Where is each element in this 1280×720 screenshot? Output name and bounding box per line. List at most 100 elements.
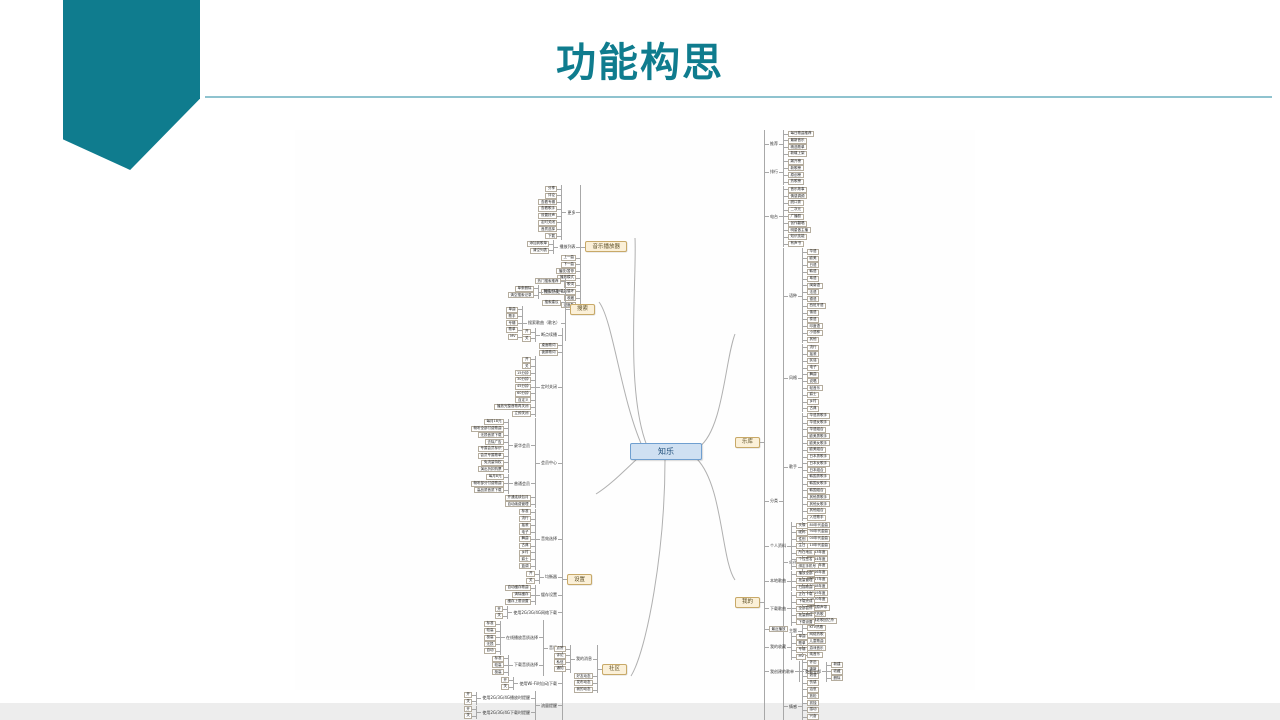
mindmap-child-row: 30分钟 <box>514 377 535 384</box>
mindmap-child-row: 广播剧 <box>784 213 804 220</box>
mindmap-leaf: 较高 <box>483 627 496 634</box>
mindmap-child-row: 流量提醒使用2G/3G/4G播放时提醒开关使用2G/3G/4G下载时提醒开关 <box>463 691 562 720</box>
mindmap-group-label: 我的消息 <box>575 655 592 661</box>
mindmap-leaf: 标准 <box>491 655 504 662</box>
mindmap-child-row: 发布动态 <box>573 680 597 687</box>
mindmap-leaf: 定时关闭 <box>538 219 558 226</box>
mindmap-child-row: 二次元 <box>784 206 804 213</box>
mindmap-child-row: 原创榜 <box>784 172 804 179</box>
mindmap-child-row: 添加到歌单 <box>526 240 554 247</box>
mindmap-child-row: 去除广告 <box>484 439 508 446</box>
connector-stub <box>554 246 559 248</box>
mindmap-leaf: 情感调频 <box>788 193 808 200</box>
mindmap-child-row: 下载音质选择标准较高极高 <box>491 655 543 676</box>
mindmap-children: 分享评论查看专辑查看歌手设置铃声定时关闭音质选择下载 <box>538 185 563 240</box>
mindmap-child-row: 播放/暂停 <box>556 268 580 275</box>
mindmap-children: 豪华会员每月18元畅听全部付费歌曲无损音质下载去除广告专属会员标识会员专属歌单免… <box>470 418 536 508</box>
mindmap-child-row: 桌面歌词 <box>538 342 562 349</box>
mindmap-branch-node: 设置 <box>566 574 592 586</box>
mindmap-leaf: 添加到歌单 <box>526 240 550 247</box>
mindmap-children: 点赞评论私信通知 <box>553 645 571 673</box>
mindmap-subtree: 音质在线播放音质选择标准较高极高无损自动下载音质选择标准较高极高 <box>483 620 558 677</box>
mindmap-children: 添加到歌单清空列表 <box>526 240 555 254</box>
mindmap-leaf: 下载设置 <box>796 619 816 626</box>
mindmap-leaf: 头像 <box>796 522 809 529</box>
mindmap-leaf: 孤独 <box>807 700 820 707</box>
mindmap-child-row: 45分钟 <box>514 383 535 390</box>
mindmap-child-row: 单曲 <box>792 633 809 640</box>
mindmap-leaf: 发布动态 <box>573 680 593 687</box>
mindmap-child-row: 日本组合 <box>803 467 827 474</box>
mindmap-group-label: 音效选择 <box>540 536 557 542</box>
mindmap-group-label: 语种 <box>789 292 798 298</box>
mindmap-subtree: 搜索历史单条删除清空搜索记录 <box>507 285 561 299</box>
mindmap-child-row: 歌手 <box>505 313 522 320</box>
mindmap-leaf: 下载 <box>545 233 558 240</box>
mindmap-leaf: 每月8元 <box>486 473 504 480</box>
mindmap-leaf: 小语种 <box>807 330 823 337</box>
mindmap-child-row: 标准 <box>491 655 508 662</box>
mindmap-child-row: 粤语 <box>803 275 820 282</box>
mindmap-child-row: 舞曲 <box>803 371 820 378</box>
mindmap-leaf: 播放/暂停 <box>556 268 577 275</box>
mindmap-group-label: 下载歌曲 <box>770 605 787 611</box>
mindmap-child-row: 我创建的歌单查看全部新建收藏删除 <box>765 661 844 683</box>
mindmap-children: 每月18元畅听全部付费歌曲无损音质下载去除广告专属会员标识会员专属歌单免流量特权… <box>470 418 509 473</box>
mindmap-subtree: 音效选择标准流行摇滚电子舞曲古典乡村爵士蓝调 <box>518 508 558 570</box>
connector-stub <box>535 538 540 540</box>
mindmap-leaf: 单曲 <box>796 633 809 640</box>
mindmap-child-row: 欧美 <box>803 255 820 262</box>
mindmap-child-row: 印度语 <box>803 323 823 330</box>
mindmap-child-row: 孤独 <box>803 700 820 707</box>
connector-stub <box>508 665 513 666</box>
mindmap-child-row: 批量删除 <box>792 612 816 619</box>
mindmap-child-row: 无损音质下载 <box>477 432 508 439</box>
mindmap-leaf: 感动 <box>807 707 820 714</box>
mindmap-children: 在线播放音质选择标准较高极高无损自动下载音质选择标准较高极高 <box>483 620 544 677</box>
mindmap-leaf: 韩国男歌手 <box>807 474 830 481</box>
mindmap-leaf: 日本男歌手 <box>807 453 830 460</box>
mindmap-child-row: 播放完整首歌再关闭 <box>494 404 535 411</box>
mindmap-child-row: 单条删除 <box>514 285 538 292</box>
mindmap-leaf: 热门搜索推荐 <box>534 278 561 285</box>
mindmap-child-row: 法语 <box>803 289 820 296</box>
mindmap-children: 开关 <box>463 705 478 720</box>
mindmap-child-row: 华语组合 <box>803 426 827 433</box>
mindmap-leaf: 新建 <box>831 661 844 668</box>
mindmap-leaf: 演出折扣购票 <box>477 466 504 473</box>
mindmap-children: 开关 <box>522 328 536 342</box>
mindmap-leaf: 最新音乐 <box>788 137 808 144</box>
mindmap-leaf: 乡村 <box>807 398 820 405</box>
mindmap-child-row: 情感调频 <box>784 193 808 200</box>
mindmap-child-row: MV <box>792 653 807 660</box>
mindmap-children: 音乐故事情感调频脱口秀二次元广播剧创作翻唱明星做主播知识技能有声书 <box>783 186 811 248</box>
mindmap-child-row: 最新音乐 <box>784 137 808 144</box>
mindmap-child-row: 畅听全部付费歌曲 <box>470 425 508 432</box>
mindmap-child-row: 无损 <box>483 641 500 648</box>
mindmap-child-row: 精选歌单 <box>784 144 808 151</box>
footer-band <box>0 703 1280 720</box>
connector-stub <box>787 646 792 648</box>
mindmap-leaf: 全部暂停 <box>796 605 816 612</box>
mindmap-subtree: 社区我的消息点赞评论私信通知好友动态发布动态我的动态 <box>553 645 627 694</box>
mindmap-child-row: 电子 <box>518 529 535 536</box>
mindmap-child-row: 好友动态 <box>573 673 597 680</box>
mindmap-child-row: 单曲 <box>505 306 522 313</box>
mindmap-branch-node: 搜索 <box>569 303 595 315</box>
connector-stub <box>760 442 765 443</box>
mindmap-group-label: 主题 <box>789 628 798 634</box>
mindmap-leaf: 印度语 <box>807 323 823 330</box>
connector-stub <box>522 323 527 324</box>
mindmap-children: 自动缓存歌曲清除缓存缓存上限设置 <box>504 584 536 606</box>
mindmap-child-row: 说唱 <box>803 378 820 385</box>
mindmap-leaf: 开 <box>522 328 531 335</box>
mindmap-children: 使用2G/3G/4G播放时提醒开关使用2G/3G/4G下载时提醒开关 <box>463 691 536 720</box>
mindmap-subtree: 更多分享评论查看专辑查看歌手设置铃声定时关闭音质选择下载 <box>538 185 576 240</box>
mindmap-child-row: 歌手华语男歌手华语女歌手华语组合欧美男歌手欧美女歌手欧美组合日本男歌手日本女歌手… <box>784 412 830 522</box>
connector-stub <box>779 501 784 502</box>
